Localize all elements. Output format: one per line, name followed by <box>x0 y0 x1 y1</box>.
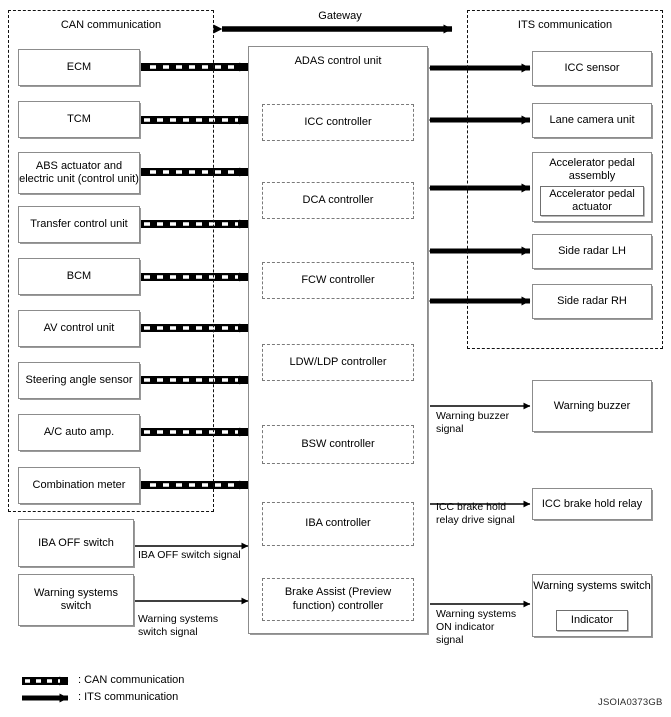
module-box-bcm[interactable]: BCM <box>18 258 140 295</box>
controller-box-bsw[interactable]: BSW controller <box>262 425 414 464</box>
controller-box-icc[interactable]: ICC controller <box>262 104 414 141</box>
module-label: Combination meter <box>32 479 126 492</box>
module-box-side-radar-lh[interactable]: Side radar LH <box>532 234 652 269</box>
module-box-combination-meter[interactable]: Combination meter <box>18 467 140 504</box>
module-label: Steering angle sensor <box>25 374 133 387</box>
gateway-label: Gateway <box>318 10 362 22</box>
module-box-icc-brake-hold-relay[interactable]: ICC brake hold relay <box>532 488 652 520</box>
controller-label: Brake Assist (Preview function) controll… <box>284 586 392 612</box>
module-box-warning-systems-switch-input[interactable]: Warning systems switch <box>18 574 134 626</box>
signal-label-warning-systems-switch: Warning systems switch signal <box>138 613 219 638</box>
module-label: Side radar RH <box>557 295 627 308</box>
figure-id-label: JSOIA0373GB <box>598 697 663 708</box>
signal-label-iba-off-switch: IBA OFF switch signal <box>138 549 241 561</box>
module-label: Warning buzzer <box>553 399 631 412</box>
module-box-ecm[interactable]: ECM <box>18 49 140 86</box>
module-label: Lane camera unit <box>549 114 635 127</box>
module-box-warning-buzzer[interactable]: Warning buzzer <box>532 380 652 432</box>
controller-label: LDW/LDP controller <box>289 355 387 368</box>
module-box-ac-auto-amp[interactable]: A/C auto amp. <box>18 414 140 451</box>
module-box-accelerator-pedal-actuator[interactable]: Accelerator pedal actuator <box>540 186 644 216</box>
module-label: Warning systems switch <box>533 580 651 592</box>
controller-label: IBA controller <box>305 517 371 530</box>
signal-label-warning-buzzer: Warning buzzer signal <box>436 410 510 435</box>
module-box-transfer-control-unit[interactable]: Transfer control unit <box>18 206 140 243</box>
module-label: ECM <box>66 61 92 74</box>
module-label: AV control unit <box>43 322 115 335</box>
can-communication-region <box>8 10 214 512</box>
module-box-icc-sensor[interactable]: ICC sensor <box>532 51 652 86</box>
controller-box-fcw[interactable]: FCW controller <box>262 262 414 299</box>
module-label: Accelerator pedal assembly <box>549 157 635 182</box>
module-label: BCM <box>66 270 92 283</box>
nested-label: Accelerator pedal actuator <box>549 188 635 213</box>
its-communication-region <box>467 10 663 349</box>
module-label: Side radar LH <box>558 245 626 258</box>
adas-control-unit-title: ADAS control unit <box>294 55 382 67</box>
signal-label-warning-systems-on-indicator: Warning systems ON indicator signal <box>436 608 517 646</box>
controller-box-iba[interactable]: IBA controller <box>262 502 414 546</box>
module-box-lane-camera-unit[interactable]: Lane camera unit <box>532 103 652 138</box>
module-box-tcm[interactable]: TCM <box>18 101 140 138</box>
module-label: ICC sensor <box>564 62 620 75</box>
module-label: Warning systems switch <box>34 587 118 612</box>
signal-label-icc-brake-hold-relay: ICC brake hold relay drive signal <box>436 501 515 526</box>
controller-label: BSW controller <box>301 437 375 450</box>
adas-control-unit[interactable] <box>248 46 428 634</box>
module-label: Transfer control unit <box>30 218 128 231</box>
module-label: TCM <box>67 113 91 126</box>
module-box-abs-actuator-and-electric-unit[interactable]: ABS actuator and electric unit (control … <box>18 152 140 194</box>
module-box-steering-angle-sensor[interactable]: Steering angle sensor <box>18 362 140 399</box>
module-label: IBA OFF switch <box>38 536 114 549</box>
controller-label: FCW controller <box>301 273 375 286</box>
its-communication-region-title: ITS communication <box>517 19 613 31</box>
controller-box-brake-assist-preview[interactable]: Brake Assist (Preview function) controll… <box>262 578 414 621</box>
module-label: ICC brake hold relay <box>541 497 643 510</box>
module-box-iba-off-switch[interactable]: IBA OFF switch <box>18 519 134 567</box>
module-box-side-radar-rh[interactable]: Side radar RH <box>532 284 652 319</box>
module-label: ABS actuator and electric unit (control … <box>19 160 139 185</box>
legend-can-label: : CAN communication <box>78 674 185 686</box>
module-box-indicator[interactable]: Indicator <box>556 610 628 631</box>
module-box-av-control-unit[interactable]: AV control unit <box>18 310 140 347</box>
controller-label: DCA controller <box>302 193 374 206</box>
controller-label: ICC controller <box>304 115 372 128</box>
can-communication-region-title: CAN communication <box>60 19 162 31</box>
controller-box-ldw-ldp[interactable]: LDW/LDP controller <box>262 344 414 381</box>
nested-label: Indicator <box>570 614 614 627</box>
module-label: A/C auto amp. <box>43 426 115 439</box>
controller-box-dca[interactable]: DCA controller <box>262 182 414 219</box>
legend-its-label: : ITS communication <box>78 691 179 703</box>
